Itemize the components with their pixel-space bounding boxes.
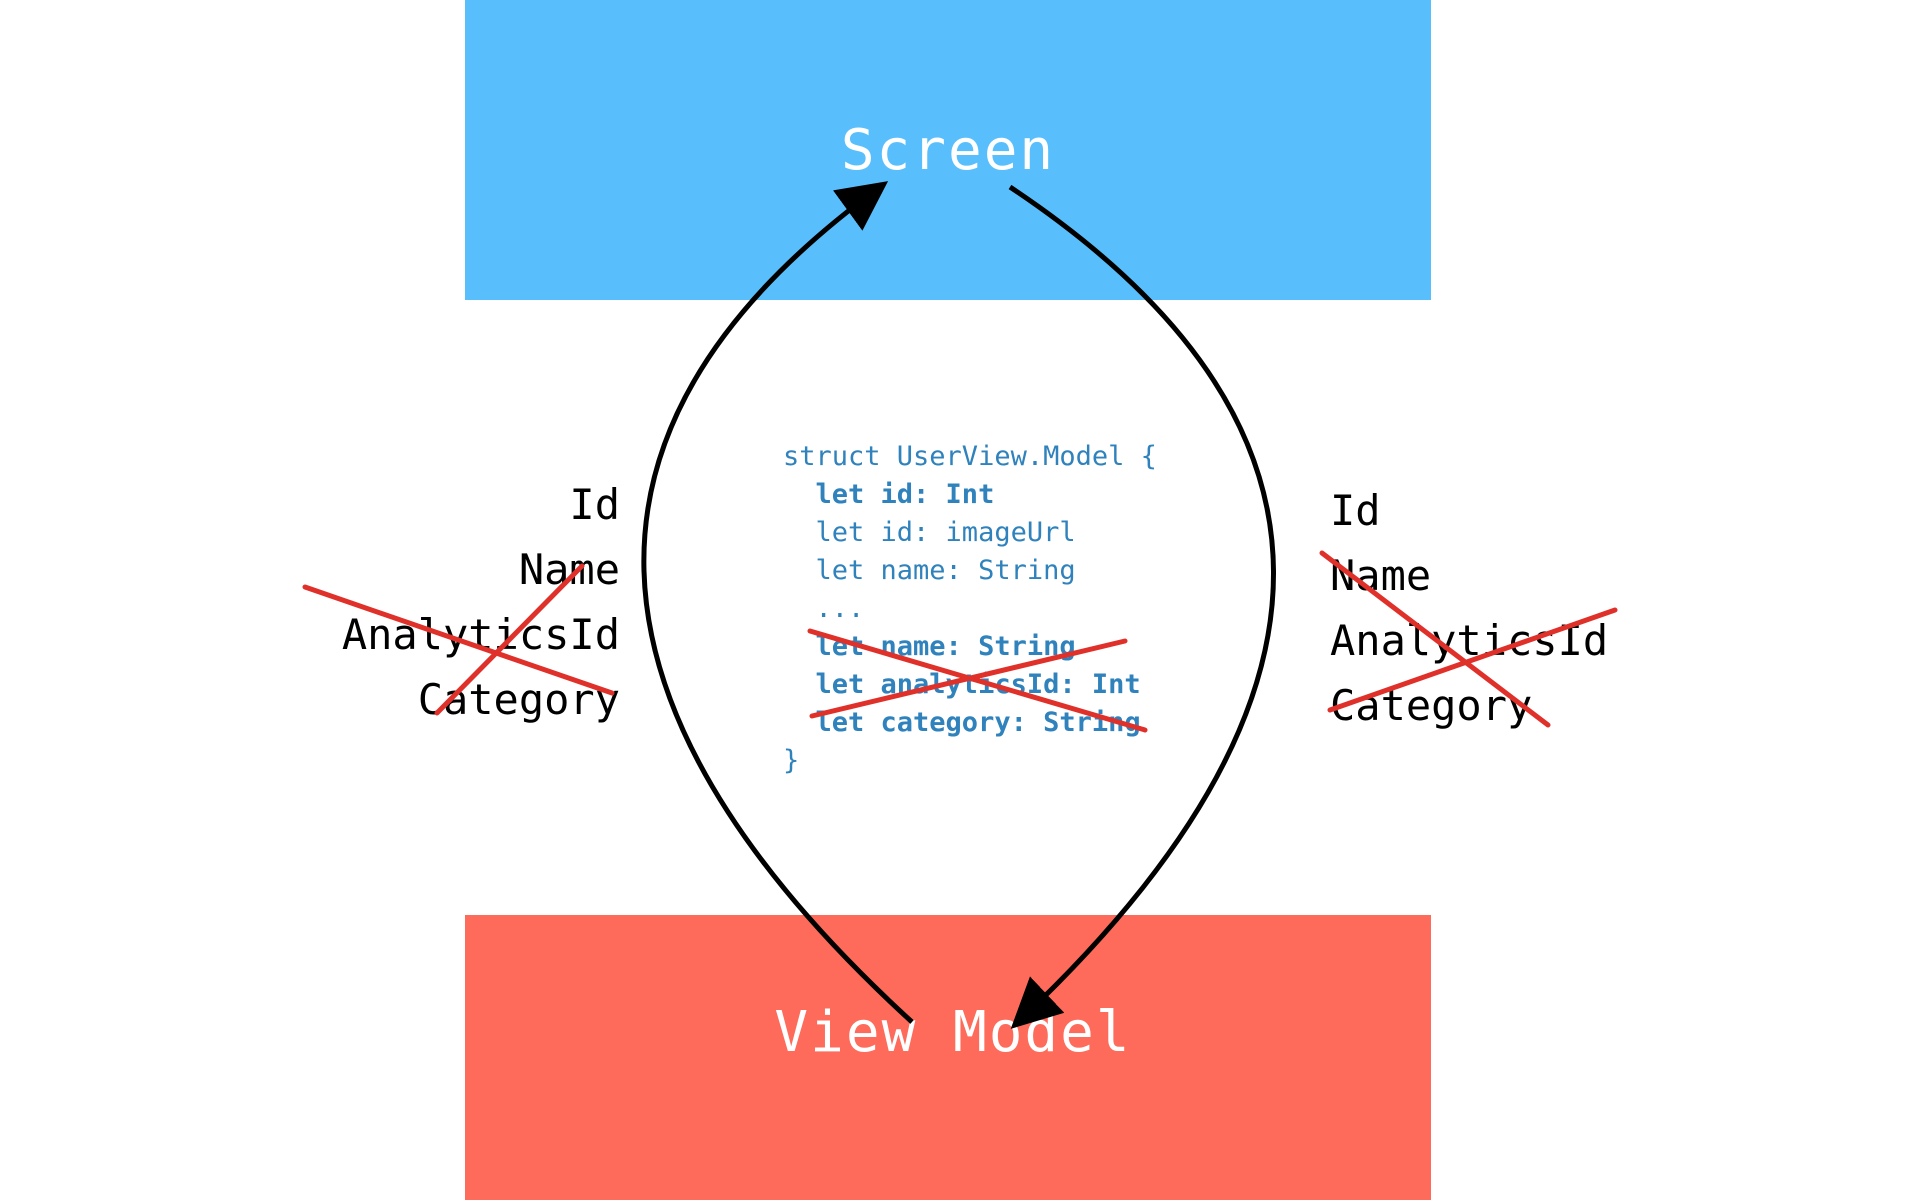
left-field-name: Name — [518, 545, 620, 594]
code-line-id-int: let id: Int — [783, 479, 995, 510]
left-field-list: Id Name AnalyticsId Category — [310, 472, 620, 732]
right-field-list: Id Name AnalyticsId Category — [1330, 478, 1690, 738]
code-block: struct UserView.Model { let id: Int let … — [783, 438, 1157, 780]
left-field-analytics-id: AnalyticsId — [341, 610, 620, 659]
left-field-category: Category — [417, 675, 620, 724]
view-model-title: View Model — [774, 1000, 1132, 1065]
right-field-id: Id — [1330, 486, 1381, 535]
right-field-name: Name — [1330, 551, 1432, 600]
view-model-box: View Model — [465, 915, 1431, 1200]
code-line-name: let name: String — [783, 555, 1076, 586]
right-field-analytics-id: AnalyticsId — [1330, 616, 1609, 665]
screen-title: Screen — [840, 117, 1056, 183]
left-field-id: Id — [569, 480, 620, 529]
right-field-category: Category — [1330, 681, 1533, 730]
code-line-analytics-id: let analyticsId: Int — [783, 669, 1141, 700]
code-line-struct: struct UserView.Model { — [783, 441, 1157, 472]
code-line-name-bold: let name: String — [783, 631, 1076, 662]
screen-box: Screen — [465, 0, 1431, 300]
code-line-close-brace: } — [783, 745, 800, 776]
code-line-category: let category: String — [783, 707, 1141, 738]
code-line-id-image-url: let id: imageUrl — [783, 517, 1076, 548]
code-line-ellipsis: ... — [783, 593, 865, 624]
